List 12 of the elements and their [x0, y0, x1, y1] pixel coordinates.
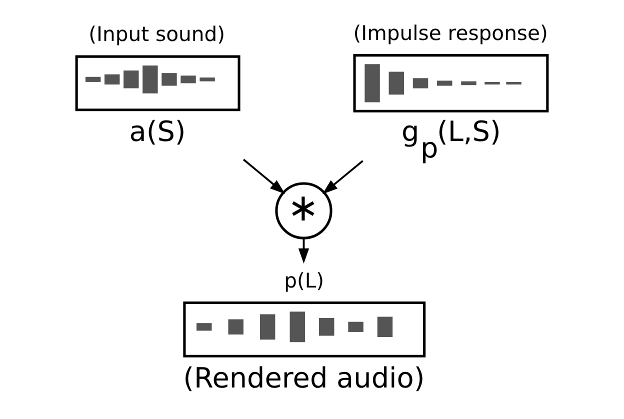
arrow [242, 158, 286, 194]
node-label: (Input sound) [88, 22, 226, 46]
arrow [322, 160, 364, 194]
arrow [298, 238, 310, 264]
node-label: (Impulse response) [353, 20, 548, 45]
node-box [353, 54, 549, 112]
node-box [183, 302, 426, 358]
node-label: (Rendered audio) [183, 361, 425, 394]
node-circle: ∗ [275, 182, 332, 240]
node-label: p(L) [284, 268, 324, 292]
node-box [75, 55, 240, 112]
node-label: a(S) [129, 115, 186, 148]
